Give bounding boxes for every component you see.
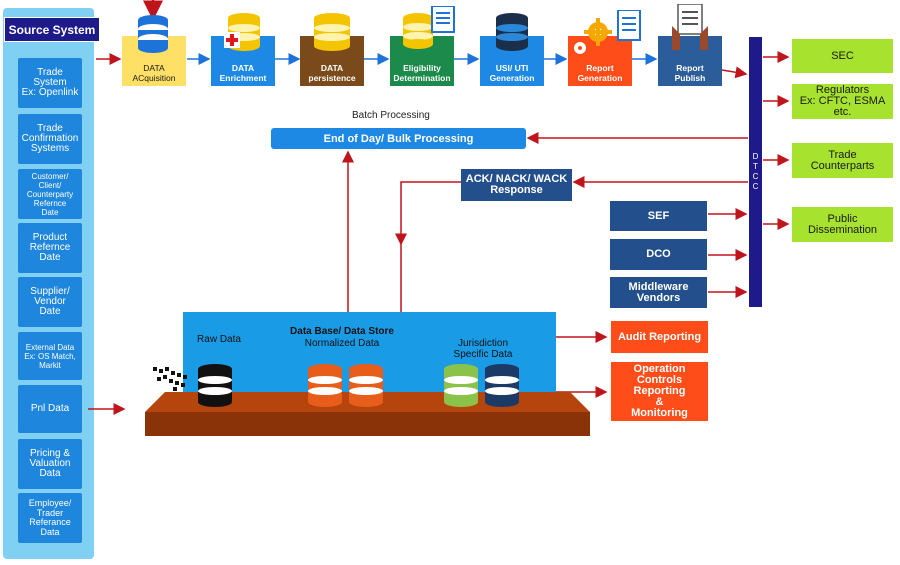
- raw-database-icon: [198, 364, 232, 407]
- stage-enrichment-label: DATA Enrichment: [219, 63, 267, 83]
- source-item-customer-reference[interactable]: Customer/ Client/ Counterparty Refernce …: [18, 169, 82, 219]
- normalized-database-icon-1: [308, 364, 342, 407]
- source-item-trade-confirmation[interactable]: Trade Confirmation Systems: [18, 114, 82, 164]
- batch-caption: Batch Processing: [352, 110, 430, 121]
- stage-usi-uti-label: USI/ UTI Generation: [489, 63, 535, 83]
- normalized-data-label: Normalized Data: [304, 338, 380, 349]
- source-item-pnl-data[interactable]: Pnl Data: [18, 385, 82, 433]
- dco-box[interactable]: DCO: [610, 239, 707, 270]
- database-navy-icon: [496, 13, 528, 51]
- stage-acquisition-label: DATA ACquisition: [132, 63, 176, 83]
- database-stack-icon: [314, 13, 350, 51]
- jurisdiction-database-icon-2: [485, 364, 519, 407]
- middleware-vendors-box[interactable]: Middleware Vendors: [610, 277, 707, 308]
- source-system-title: Source System: [4, 17, 100, 42]
- sef-box[interactable]: SEF: [610, 201, 707, 231]
- source-item-employee-trader[interactable]: Employee/ Trader Referance Data: [18, 493, 82, 543]
- operation-controls-box[interactable]: Operation Controls Reporting & Monitorin…: [611, 362, 708, 421]
- source-item-trade-system[interactable]: Trade System Ex: Openlink: [18, 58, 82, 108]
- gear-document-icon: [574, 10, 641, 54]
- stage-report-publish-label: Report Publish: [674, 63, 706, 83]
- source-item-external-data[interactable]: External Data Ex: OS Match, Markit: [18, 332, 82, 380]
- trade-counterparts-box[interactable]: Trade Counterparts: [792, 143, 893, 178]
- raw-pixels-icon: [153, 367, 187, 391]
- sec-box[interactable]: SEC: [792, 39, 893, 73]
- dtcc-letter: D: [752, 152, 759, 161]
- raw-data-label: Raw Data: [197, 334, 241, 345]
- jurisdiction-data-label: Jurisdiction Specific Data: [453, 338, 513, 360]
- dtcc-bar[interactable]: D T C C: [749, 37, 762, 307]
- data-store-title: Data Base/ Data Store: [290, 326, 394, 337]
- arrow-ack-to-store: [395, 181, 461, 246]
- stage-eligibility-label: Eligibility Determination: [393, 63, 451, 83]
- source-item-pricing-valuation[interactable]: Pricing & Valuation Data: [18, 439, 82, 489]
- dtcc-letter: C: [752, 172, 759, 181]
- database-plus-icon: [224, 13, 260, 51]
- dtcc-letter: T: [753, 162, 758, 171]
- public-dissemination-box[interactable]: Public Dissemination: [792, 207, 893, 242]
- hand-document-icon: [672, 4, 708, 50]
- stage-report-publish[interactable]: Report Publish: [658, 36, 722, 86]
- arrow-publish-to-dtcc: [721, 66, 748, 79]
- normalized-database-icon-2: [349, 364, 383, 407]
- audit-reporting-box[interactable]: Audit Reporting: [611, 321, 708, 353]
- database-document-icon: [403, 6, 455, 49]
- stage-persistence-label: DATA persistence: [308, 63, 356, 83]
- source-item-supplier-vendor[interactable]: Supplier/ Vendor Date: [18, 277, 82, 327]
- dtcc-letter: C: [752, 182, 759, 191]
- regulators-box[interactable]: Regulators Ex: CFTC, ESMA etc.: [792, 84, 893, 119]
- ack-response-box[interactable]: ACK/ NACK/ WACK Response: [461, 169, 572, 201]
- batch-processing-box[interactable]: End of Day/ Bulk Processing: [271, 128, 526, 149]
- source-item-product-reference[interactable]: Product Refernce Date: [18, 223, 82, 273]
- jurisdiction-database-icon-1: [444, 364, 478, 407]
- database-icon: [138, 15, 168, 53]
- stage-report-generation-label: Report Generation: [577, 63, 623, 83]
